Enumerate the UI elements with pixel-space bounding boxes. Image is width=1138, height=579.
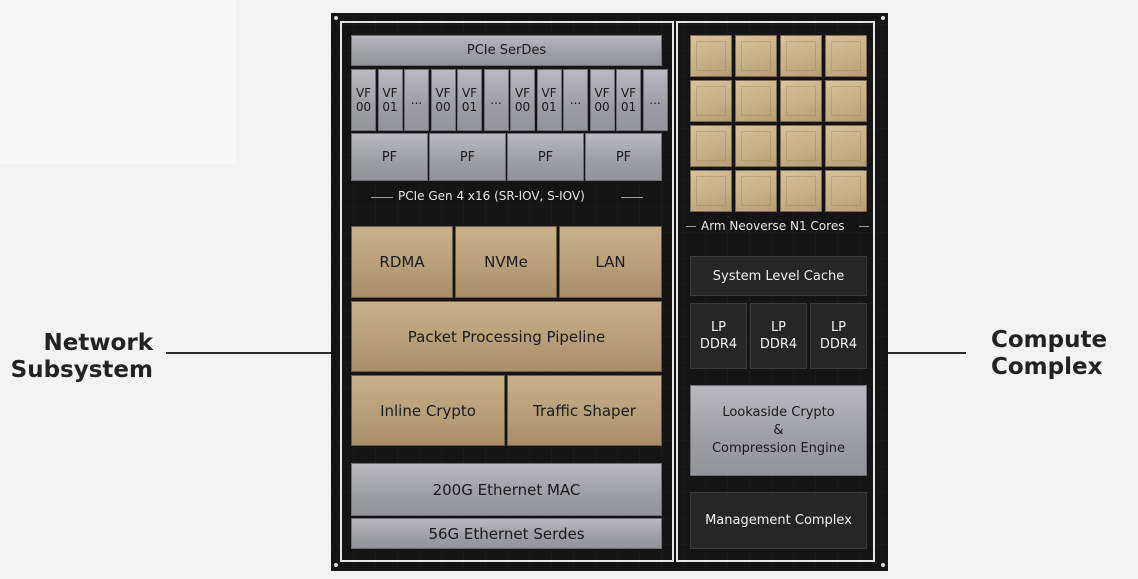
pcie-serdes-block: PCIe SerDes [351,35,662,66]
lpddr4-block: LP DDR4 [690,303,747,369]
arm-core [735,35,777,77]
arm-core [780,170,822,212]
nvme-block: NVMe [455,226,557,298]
arm-core [780,35,822,77]
lookaside-line2: & [773,422,784,438]
ethernet-mac-block: 200G Ethernet MAC [351,463,662,516]
pf-cell: PF [351,133,428,181]
caption-line [686,226,696,227]
vf-ellipsis: ... [563,69,588,131]
network-label-line2: Subsystem [10,357,153,383]
corner-dot [881,563,885,567]
arm-core [825,80,867,122]
caption-line [621,197,643,198]
pcie-gen4-caption: PCIe Gen 4 x16 (SR-IOV, S-IOV) [398,189,585,203]
arm-core [735,125,777,167]
compute-leader-line [878,352,966,354]
lookaside-line1: Lookaside Crypto [722,404,835,420]
traffic-shaper-block: Traffic Shaper [507,375,662,446]
network-subsystem-frame [340,21,674,562]
arm-core [735,170,777,212]
corner-dot [334,563,338,567]
vf-cell: VF 01 [377,69,403,131]
lpddr4-block: LP DDR4 [810,303,867,369]
lpddr4-block: LP DDR4 [750,303,807,369]
lan-block: LAN [559,226,662,298]
arm-core [690,125,732,167]
ethernet-serdes-block: 56G Ethernet Serdes [351,518,662,549]
lookaside-crypto-block: Lookaside Crypto & Compression Engine [690,385,867,476]
vf-cell: VF 00 [589,69,615,131]
arm-core [780,125,822,167]
pf-cell: PF [507,133,584,181]
compute-label-line2: Complex [991,354,1103,380]
vf-ellipsis: ... [404,69,429,131]
arm-core [825,170,867,212]
network-subsystem-label: Network Subsystem [8,330,153,384]
arm-core [825,35,867,77]
arm-core [825,125,867,167]
background-panel [0,0,236,164]
arm-core [690,35,732,77]
rdma-block: RDMA [351,226,453,298]
arm-core [735,80,777,122]
corner-dot [334,16,338,20]
vf-ellipsis: ... [483,69,509,131]
vf-cell: VF 01 [536,69,562,131]
vf-cell: VF 01 [457,69,482,131]
vf-cell: VF 00 [351,69,376,131]
network-leader-line [166,352,341,354]
vf-cell: VF 00 [430,69,456,131]
system-level-cache-block: System Level Cache [690,256,867,296]
pf-cell: PF [585,133,662,181]
inline-crypto-block: Inline Crypto [351,375,505,446]
arm-core [690,80,732,122]
compute-label-line1: Compute [991,327,1108,353]
compute-complex-label: Compute Complex [991,327,1121,381]
lookaside-line3: Compression Engine [711,440,846,456]
arm-core [780,80,822,122]
vf-cell: VF 00 [510,69,535,131]
corner-dot [881,16,885,20]
caption-line [371,197,393,198]
management-complex-block: Management Complex [690,492,867,549]
packet-processing-pipeline-block: Packet Processing Pipeline [351,301,662,372]
network-label-line1: Network [43,330,153,356]
compute-complex-frame [676,21,875,562]
arm-cores-caption: Arm Neoverse N1 Cores [701,219,845,233]
caption-line [859,226,869,227]
arm-core [690,170,732,212]
vf-cell: VF 01 [616,69,641,131]
pf-cell: PF [429,133,506,181]
vf-ellipsis: ... [642,69,668,131]
